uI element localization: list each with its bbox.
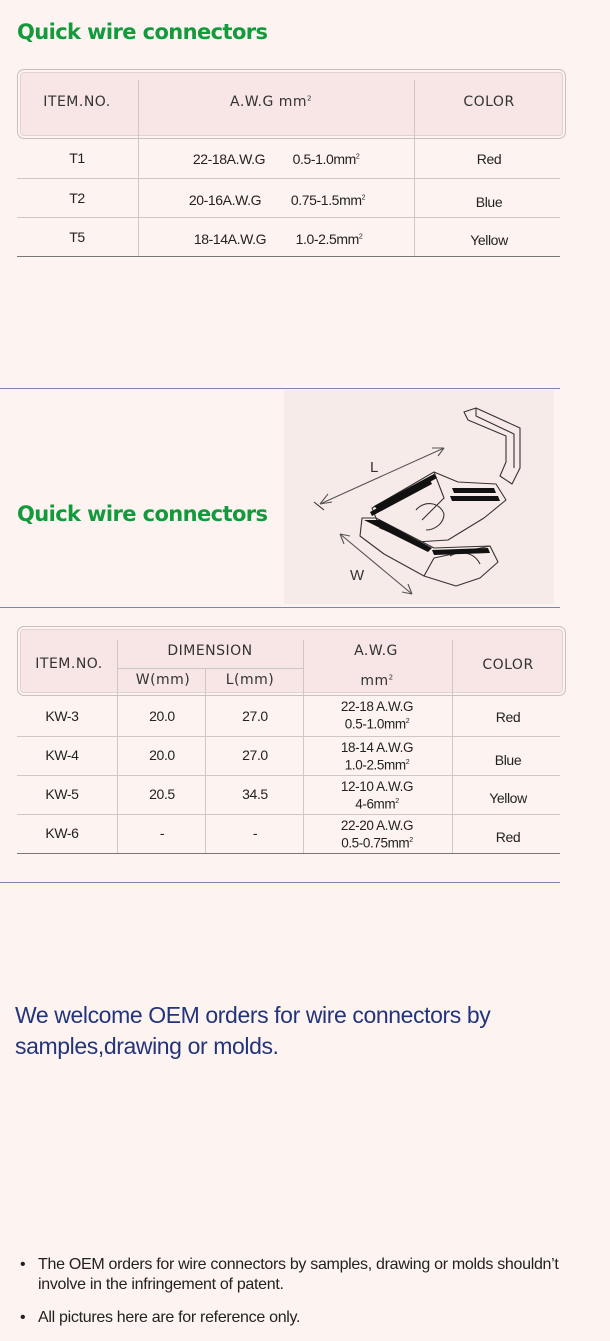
- mm-value: 0.5-1.0mm2: [292, 151, 360, 167]
- l-value: 27.0: [242, 747, 268, 763]
- mm-value: 1.0-2.5mm2: [295, 231, 363, 247]
- section2-title: Quick wire connectors: [17, 502, 268, 526]
- color-value: Yellow: [489, 790, 527, 806]
- w-value: 20.0: [149, 708, 175, 724]
- color-value: Blue: [475, 194, 503, 210]
- awg-value: 20-16A.W.G: [188, 192, 262, 208]
- color-value: Red: [495, 829, 521, 845]
- divider: [0, 607, 560, 608]
- mm-value: 0.75-1.5mm2: [290, 192, 366, 208]
- table-header-bar: [17, 69, 566, 139]
- header-awg: A.W.G: [354, 643, 398, 659]
- table-row: KW-4: [45, 747, 79, 763]
- awg-value: 22-18A.W.G: [192, 151, 266, 167]
- list-item: The OEM orders for wire connectors by sa…: [20, 1255, 600, 1295]
- header-l: L(mm): [225, 672, 275, 688]
- l-value: 34.5: [242, 786, 268, 802]
- list-item: All pictures here are for reference only…: [20, 1308, 600, 1328]
- header-awg-unit: mm2: [360, 673, 394, 689]
- label-l: L: [370, 459, 378, 476]
- color-value: Yellow: [470, 232, 508, 248]
- color-value: Red: [476, 151, 502, 167]
- l-value: -: [252, 825, 258, 841]
- table-row: T2: [69, 190, 85, 206]
- connector-figure: L W: [284, 390, 554, 604]
- l-value: 27.0: [242, 708, 268, 724]
- table-row: KW-5: [45, 786, 79, 802]
- header-item-no: ITEM.NO.: [43, 94, 111, 110]
- w-value: 20.5: [149, 786, 175, 802]
- connector-drawing-icon: L W: [313, 407, 521, 595]
- header-dimension: DIMENSION: [167, 643, 253, 659]
- oem-statement: We welcome OEM orders for wire connector…: [15, 1002, 491, 1059]
- w-value: -: [159, 825, 165, 841]
- table-row: KW-3: [45, 708, 79, 724]
- divider: [0, 388, 560, 389]
- header-color: COLOR: [463, 94, 515, 110]
- section1-title: Quick wire connectors: [17, 20, 268, 44]
- header-awg: A.W.G mm2: [229, 94, 313, 110]
- notes-list: The OEM orders for wire connectors by sa…: [20, 1255, 600, 1341]
- divider: [0, 882, 560, 883]
- w-value: 20.0: [149, 747, 175, 763]
- header-item-no: ITEM.NO.: [35, 656, 103, 672]
- header-color: COLOR: [482, 657, 534, 673]
- color-value: Blue: [494, 752, 522, 768]
- table-row: KW-6: [45, 825, 79, 841]
- color-value: Red: [495, 709, 521, 725]
- table-header-bar: [17, 626, 566, 696]
- label-w: W: [350, 567, 365, 584]
- table-row: T1: [69, 150, 85, 166]
- awg-value: 18-14A.W.G: [193, 231, 267, 247]
- table-row: T5: [69, 229, 85, 245]
- header-w: W(mm): [135, 672, 191, 688]
